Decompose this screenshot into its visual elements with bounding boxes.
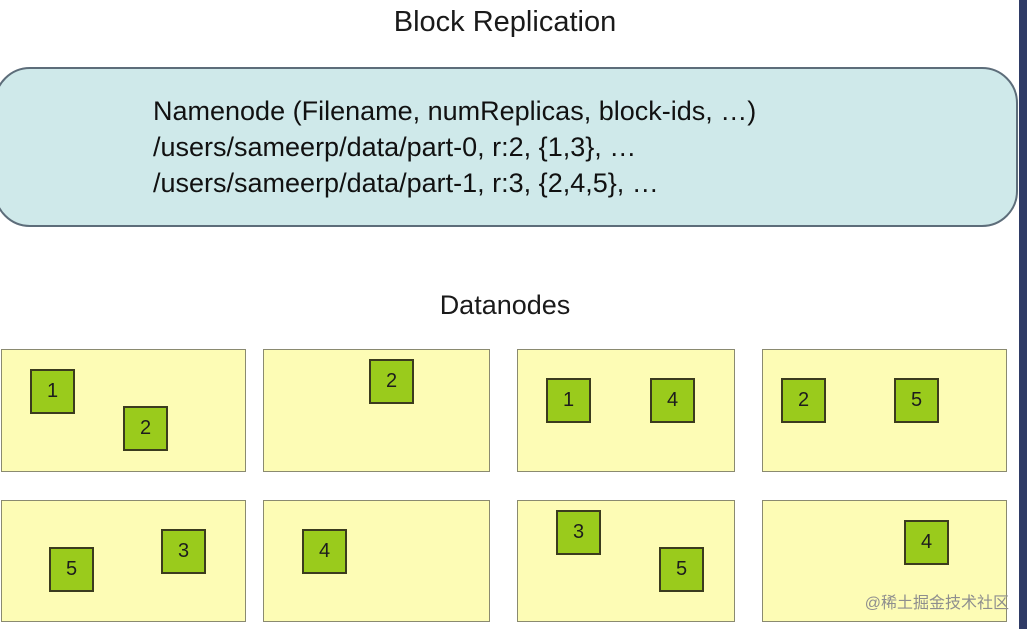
block: 5 bbox=[659, 547, 704, 592]
datanode-2: 2 bbox=[263, 349, 490, 472]
datanode-1: 1 2 bbox=[1, 349, 246, 472]
datanode-4: 2 5 bbox=[762, 349, 1007, 472]
datanode-3: 1 4 bbox=[517, 349, 735, 472]
block: 4 bbox=[904, 520, 949, 565]
namenode-box bbox=[0, 67, 1018, 227]
block: 1 bbox=[30, 369, 75, 414]
block: 3 bbox=[556, 510, 601, 555]
namenode-entry-part-1: /users/sameerp/data/part-1, r:3, {2,4,5}… bbox=[153, 168, 659, 198]
block: 3 bbox=[161, 529, 206, 574]
block: 2 bbox=[123, 406, 168, 451]
block: 2 bbox=[369, 359, 414, 404]
namenode-text: Namenode (Filename, numReplicas, block-i… bbox=[153, 93, 756, 201]
block: 5 bbox=[49, 547, 94, 592]
block: 5 bbox=[894, 378, 939, 423]
block: 4 bbox=[302, 529, 347, 574]
datanode-5: 5 3 bbox=[1, 500, 246, 622]
datanode-6: 4 bbox=[263, 500, 490, 622]
namenode-header: Namenode (Filename, numReplicas, block-i… bbox=[153, 96, 757, 126]
block: 1 bbox=[546, 378, 591, 423]
diagram-title: Block Replication bbox=[393, 6, 617, 38]
datanodes-label: Datanodes bbox=[439, 290, 571, 320]
datanode-8: 4 bbox=[762, 500, 1007, 622]
right-border bbox=[1019, 0, 1027, 629]
block: 4 bbox=[650, 378, 695, 423]
namenode-entry-part-0: /users/sameerp/data/part-0, r:2, {1,3}, … bbox=[153, 132, 637, 162]
block: 2 bbox=[781, 378, 826, 423]
datanode-7: 3 5 bbox=[517, 500, 735, 622]
watermark: @稀土掘金技术社区 bbox=[864, 595, 1009, 612]
